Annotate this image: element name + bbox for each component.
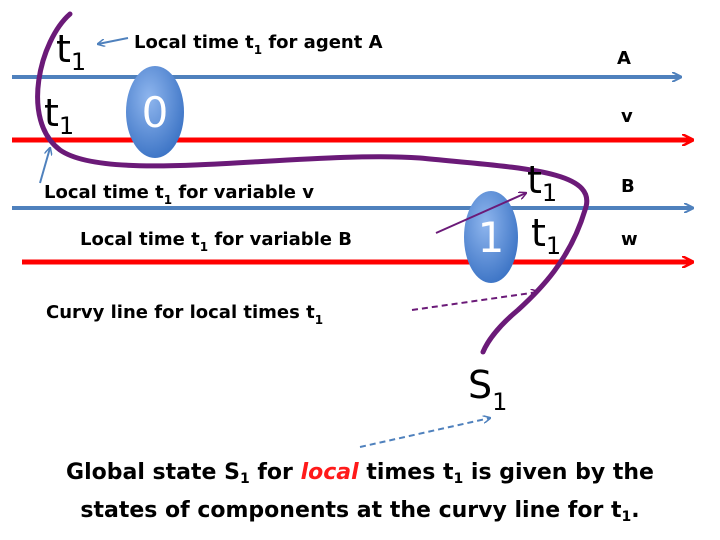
curvy-line <box>35 11 590 355</box>
line-label-v: v <box>621 106 633 127</box>
node-1: 1 <box>464 191 518 283</box>
pointer-curvy <box>411 292 538 311</box>
t1-mark-variable-v: t1 <box>44 91 74 140</box>
annotation-variable-b: Local time t1 for variable B <box>80 229 352 254</box>
line-label-B: B <box>621 176 635 197</box>
t1-mark-w: t1 <box>531 211 561 260</box>
node-1-label: 1 <box>478 213 505 262</box>
caption-line-2: states of components at the curvy line f… <box>80 498 640 525</box>
annotation-variable-v: Local time t1 for variable v <box>44 182 314 207</box>
s1-label: S1 <box>468 363 507 416</box>
pointer-variable-v <box>39 148 50 184</box>
line-label-w: w <box>621 229 638 250</box>
annotation-agent-a: Local time t1 for agent A <box>134 32 383 57</box>
line-label-A: A <box>617 48 631 69</box>
annotation-curvy: Curvy line for local times t1 <box>46 302 323 327</box>
caption-line-1: Global state S1 for local times t1 is gi… <box>66 460 654 487</box>
node-0-label: 0 <box>142 88 169 137</box>
pointer-variable-b <box>435 193 526 234</box>
t1-mark-agent-a: t1 <box>56 27 86 76</box>
t1-mark-variable-b: t1 <box>527 158 557 207</box>
pointer-s1 <box>359 418 490 448</box>
node-0: 0 <box>126 66 184 158</box>
pointer-agent-a <box>98 37 129 44</box>
